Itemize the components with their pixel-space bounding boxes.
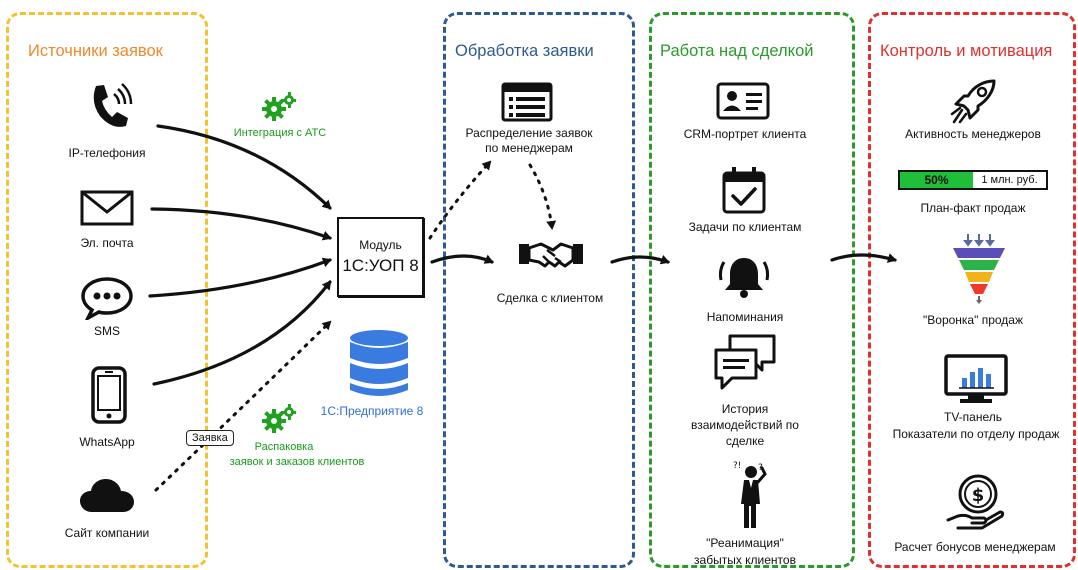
label-tv-line2: Показатели по отделу продаж xyxy=(892,427,1060,441)
label-tv-line1: TV-панель xyxy=(944,410,1002,424)
rocket-icon xyxy=(950,79,996,124)
arrow-whatsapp-to-module xyxy=(152,280,332,386)
label-distribution-line1: Распределение заявок xyxy=(465,126,593,140)
dotted-module-to-distribution xyxy=(428,160,492,240)
label-enterprise: 1С:Предприятие 8 xyxy=(320,404,424,418)
label-reanimation-line2: забытых клиентов xyxy=(694,553,796,567)
panel-control xyxy=(868,12,1076,568)
label-ip-telephony: IP-телефония xyxy=(68,146,146,160)
label-reminders: Напоминания xyxy=(706,310,784,324)
svg-text:$: $ xyxy=(972,485,985,506)
label-ats-integration: Интеграция с АТС xyxy=(233,127,327,139)
title-processing: Обработка заявки xyxy=(455,42,594,60)
money-hand-icon: $ xyxy=(946,474,1005,530)
progress-target: 1 млн. руб. xyxy=(981,174,1038,186)
id-card-icon xyxy=(716,82,770,120)
sales-funnel-icon xyxy=(953,234,1005,304)
arrow-email-to-module xyxy=(150,207,332,241)
calendar-check-icon xyxy=(722,167,766,214)
list-window-icon xyxy=(501,82,553,122)
arrow-sms-to-module xyxy=(148,257,332,298)
arrow-ip-to-module xyxy=(156,124,332,210)
tv-panel-icon xyxy=(944,354,1008,403)
handshake-icon xyxy=(519,242,583,268)
smartphone-icon xyxy=(91,366,127,424)
dotted-distribution-to-deal xyxy=(528,163,557,230)
label-plan-fact: План-факт продаж xyxy=(920,201,1026,215)
envelope-icon xyxy=(80,190,134,226)
cloud-icon xyxy=(80,479,134,512)
module-line1: Модуль xyxy=(359,238,402,252)
label-unpacking-line1: Распаковка xyxy=(254,441,314,453)
arrow-module-to-deal xyxy=(430,254,494,264)
panel-deal-work xyxy=(649,12,855,568)
label-email: Эл. почта xyxy=(80,236,134,250)
dialog-bubbles-icon xyxy=(714,334,776,390)
label-distribution-line2: по менеджерам xyxy=(485,141,573,155)
title-control: Контроль и мотивация xyxy=(880,42,1053,60)
gears-icon xyxy=(262,404,296,433)
confused-man-icon: ?! ? xyxy=(733,461,767,528)
label-sms: SMS xyxy=(93,324,120,338)
label-history-line1: История xyxy=(721,402,769,416)
module-line2: 1С:УОП 8 xyxy=(342,256,419,275)
label-deal: Сделка с клиентом xyxy=(496,291,604,305)
label-bonus: Расчет бонусов менеджерам xyxy=(894,540,1056,554)
title-deal-work: Работа над сделкой xyxy=(660,42,814,60)
label-reanimation-line1: "Реанимация" xyxy=(706,536,784,550)
label-crm-portrait: CRM-портрет клиента xyxy=(683,127,807,141)
label-history-line2: взаимодействий по xyxy=(691,418,799,432)
label-unpacking-line2: заявок и заказов клиентов xyxy=(229,456,365,468)
label-client-tasks: Задачи по клиентам xyxy=(688,220,802,234)
plan-progress-bar: 50% 1 млн. руб. xyxy=(898,170,1048,190)
progress-fill: 50% xyxy=(900,172,973,188)
arrow-work-to-control xyxy=(830,253,897,263)
title-sources: Источники заявок xyxy=(28,42,163,60)
phone-icon xyxy=(93,83,133,127)
svg-text:?!: ?! xyxy=(733,461,741,471)
label-managers-activity: Активность менеджеров xyxy=(905,127,1041,141)
dotted-site-to-module xyxy=(154,320,332,492)
label-whatsapp: WhatsApp xyxy=(79,435,135,449)
request-tag: Заявка xyxy=(186,430,234,446)
panel-processing xyxy=(443,12,635,568)
arrow-deal-to-work xyxy=(610,254,670,265)
label-company-site: Сайт компании xyxy=(64,526,150,540)
database-icon xyxy=(350,330,408,396)
bell-icon xyxy=(718,258,770,298)
label-history-line3: сделке xyxy=(725,434,765,448)
label-sales-funnel: "Воронка" продаж xyxy=(923,313,1023,327)
module-uop: Модуль 1С:УОП 8 xyxy=(337,217,424,297)
chat-bubble-icon xyxy=(81,277,133,320)
gears-icon xyxy=(262,92,296,121)
